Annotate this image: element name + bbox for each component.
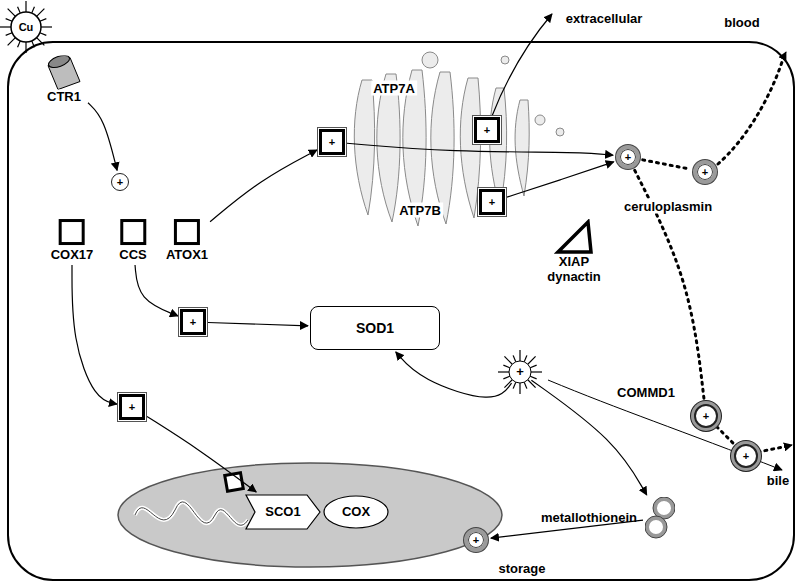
part-label: bile (765, 473, 791, 488)
node-cer: + (464, 528, 488, 552)
node-text: SCO1 (265, 505, 300, 520)
node-text: + (129, 401, 135, 414)
node-heading: CTR1 (47, 90, 81, 105)
vesicle-route (717, 427, 736, 446)
node-comm: + (694, 404, 718, 428)
node-text: + (743, 450, 749, 463)
node-sq: ATOX1 (166, 219, 208, 263)
part-label: COMMD1 (615, 385, 677, 400)
blood-path (718, 56, 784, 164)
transport-arrow (88, 103, 117, 171)
chaperone-square (174, 219, 200, 245)
node-mt: metallothionein (645, 497, 675, 539)
node-sunion: + (509, 361, 531, 383)
node-text: + (484, 124, 490, 137)
node-text: + (489, 196, 495, 209)
node-comm: + (734, 444, 758, 468)
node-tsq: + (119, 394, 145, 420)
chaperone-square (59, 219, 85, 245)
part-label: ceruloplasmin (622, 199, 714, 214)
transport-arrow (347, 143, 613, 155)
node-heading: XIAP dynactin (542, 255, 606, 285)
node-cyl: CTR1 (42, 56, 86, 105)
node-text: Cu (19, 21, 34, 34)
node-text: SOD1 (356, 320, 394, 336)
part-label: extracellular (564, 11, 645, 26)
part-label: storage (497, 561, 548, 576)
metallothionein-symbol (645, 497, 675, 539)
transporter-symbol (42, 56, 86, 90)
bile-arrowhead (788, 445, 792, 446)
node-rbox: SOD1 (310, 306, 440, 350)
cell-membrane (8, 42, 794, 580)
transport-arrow (396, 352, 512, 397)
node-text: + (117, 176, 123, 189)
node-cer: + (693, 160, 717, 184)
node-tri: XIAP dynactin (542, 219, 606, 285)
node-text: COX (342, 505, 370, 520)
node-sq: CCS (119, 219, 146, 263)
triangle-symbol (554, 219, 594, 255)
node-heading: CCS (119, 248, 146, 263)
export-arrow (492, 14, 552, 116)
transport-arrow (135, 265, 178, 316)
node-text: + (329, 136, 335, 149)
node-sq: COX17 (51, 219, 94, 263)
node-tsq: + (474, 117, 500, 143)
node-heading: COX17 (51, 248, 94, 263)
part-label: ATP7A (371, 81, 417, 96)
chaperone-square (120, 219, 146, 245)
bile-path (758, 446, 788, 452)
node-ion: + (111, 173, 129, 191)
node-heading: ATOX1 (166, 248, 208, 263)
node-text: + (703, 410, 709, 423)
node-ell: COX (323, 495, 389, 529)
node-tsq: + (479, 189, 505, 215)
vesicle-route (643, 160, 691, 169)
blood-arrowhead (784, 52, 786, 56)
node-text: + (190, 316, 196, 329)
node-text: + (702, 166, 708, 179)
node-text: + (516, 365, 524, 380)
node-cer: + (616, 145, 640, 169)
node-sun: Cu (11, 12, 41, 42)
transport-arrow (507, 162, 614, 197)
node-heading: metallothionein (541, 511, 637, 526)
node-pent: SCO1 (245, 494, 321, 530)
part-label: ATP7B (397, 203, 443, 218)
efflux-arrow (548, 380, 782, 470)
node-tsq: + (319, 129, 345, 155)
node-text: + (473, 534, 479, 547)
part-label: blood (722, 15, 761, 30)
transport-arrow (72, 265, 117, 404)
node-tsq: + (180, 309, 206, 335)
mitochondrion (118, 463, 502, 567)
node-text: + (625, 151, 631, 164)
transport-arrow (147, 416, 256, 492)
transport-arrow (208, 322, 308, 325)
transport-arrow (210, 150, 317, 222)
golgi-apparatus (354, 52, 564, 226)
